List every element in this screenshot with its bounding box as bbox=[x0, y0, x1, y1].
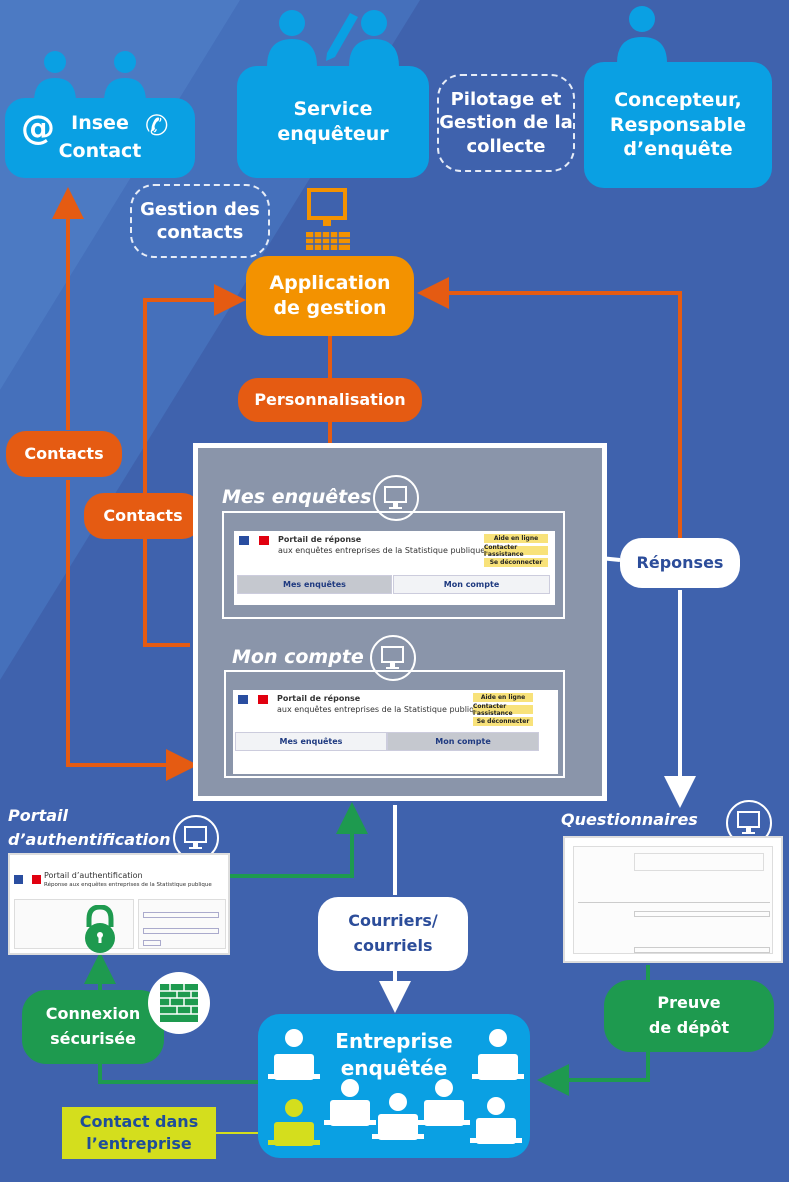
gestion-contacts-node: Gestion des contacts bbox=[130, 184, 270, 258]
personnalisation-pill: Personnalisation bbox=[238, 378, 422, 422]
password-input[interactable] bbox=[143, 928, 219, 934]
mes-enquetes-title: Mes enquêtes bbox=[222, 486, 372, 508]
contact-entreprise-line1: Contact dans bbox=[79, 1111, 199, 1131]
service-enqueteur-node: Service enquêteur bbox=[237, 66, 429, 178]
courriers-line2: courriels bbox=[353, 936, 433, 955]
at-icon: @ bbox=[21, 108, 55, 148]
marianne-logo bbox=[14, 875, 41, 884]
questionnaire-tabs[interactable] bbox=[578, 897, 770, 903]
connexion-line2: sécurisée bbox=[50, 1029, 136, 1048]
person-icon bbox=[617, 6, 667, 63]
portail-auth-title: Portail d’authentification bbox=[8, 804, 171, 852]
portal-mes-enquetes: Portail de réponse aux enquêtes entrepri… bbox=[234, 531, 555, 605]
mon-compte-title: Mon compte bbox=[232, 646, 364, 668]
tab-mon-compte[interactable]: Mon compte bbox=[387, 732, 539, 751]
application-line2: de gestion bbox=[273, 297, 387, 319]
reponses-pill: Réponses bbox=[620, 538, 740, 588]
employees-icon bbox=[268, 1029, 524, 1146]
questionnaire-screen bbox=[563, 836, 783, 963]
mes-enquetes-frame: Portail de réponse aux enquêtes entrepri… bbox=[222, 511, 565, 619]
application-line1: Application bbox=[269, 272, 391, 295]
tab-mes-enquetes[interactable]: Mes enquêtes bbox=[237, 575, 392, 594]
contact-assistance-button[interactable]: Contacter l'assistance bbox=[484, 544, 548, 558]
concepteur-line2: Responsable bbox=[609, 113, 747, 136]
portal-title1: Portail de réponse bbox=[278, 535, 362, 544]
portal-title1: Portail de réponse bbox=[277, 694, 361, 703]
people-pen-icon bbox=[267, 10, 399, 67]
identifiant-input[interactable] bbox=[143, 912, 219, 918]
mon-compte-frame: Portail de réponse aux enquêtes entrepri… bbox=[224, 670, 565, 778]
questionnaires-title: Questionnaires bbox=[561, 810, 698, 829]
auth-title2: Réponse aux enquêtes entreprises de la S… bbox=[44, 882, 212, 888]
portal-title2: aux enquêtes entreprises de la Statistiq… bbox=[278, 546, 486, 555]
connect-button[interactable] bbox=[143, 940, 161, 946]
concepteur-node: Concepteur, Responsable d’enquête bbox=[584, 62, 772, 188]
questionnaire-select[interactable] bbox=[634, 911, 770, 917]
monitor-icon bbox=[373, 475, 419, 521]
marianne-logo bbox=[238, 695, 268, 704]
preuve-depot-pill: Preuve de dépôt bbox=[604, 980, 774, 1052]
contact-entreprise-label: Contact dans l’entreprise bbox=[62, 1107, 216, 1159]
auth-login-panel bbox=[138, 899, 226, 949]
concepteur-line1: Concepteur, bbox=[614, 88, 742, 111]
application-node: Application de gestion bbox=[246, 256, 414, 336]
entreprise-line2: enquêtée bbox=[340, 1056, 448, 1080]
concepteur-line3: d’enquête bbox=[623, 138, 733, 161]
pilotage-node: Pilotage et Gestion de la collecte bbox=[437, 74, 575, 172]
insee-contact-line1: Insee bbox=[71, 112, 129, 135]
portail-auth-line1: Portail bbox=[8, 806, 69, 825]
auth-title1: Portail d’authentification bbox=[44, 871, 143, 880]
marianne-logo bbox=[239, 536, 269, 545]
connexion-pill: Connexion sécurisée bbox=[22, 990, 164, 1064]
deconnecter-button[interactable]: Se déconnecter bbox=[484, 558, 548, 567]
courriers-line1: Courriers/ bbox=[348, 911, 438, 931]
preuve-line2: de dépôt bbox=[648, 1018, 730, 1037]
deconnecter-button[interactable]: Se déconnecter bbox=[473, 717, 533, 726]
questionnaire-textarea[interactable] bbox=[634, 853, 764, 871]
aide-button[interactable]: Aide en ligne bbox=[484, 534, 548, 543]
service-line2: enquêteur bbox=[277, 123, 389, 145]
tab-mes-enquetes[interactable]: Mes enquêtes bbox=[235, 732, 387, 751]
pilotage-line1: Pilotage et bbox=[450, 88, 562, 110]
pilotage-line3: collecte bbox=[466, 135, 546, 157]
questionnaire-select[interactable] bbox=[634, 947, 770, 953]
contacts-mid-pill: Contacts bbox=[84, 493, 202, 539]
gestion-line2: contacts bbox=[156, 222, 244, 243]
insee-contact-line2: Contact bbox=[58, 140, 142, 162]
courriers-pill: Courriers/ courriels bbox=[318, 897, 468, 971]
people-icon bbox=[34, 51, 146, 102]
monitor-icon bbox=[370, 635, 416, 681]
entreprise-line1: Entreprise bbox=[335, 1029, 453, 1053]
phone-icon: ✆ bbox=[145, 109, 169, 142]
gestion-line1: Gestion des bbox=[140, 198, 260, 220]
service-line1: Service bbox=[293, 98, 373, 121]
portail-auth-line2: d’authentification bbox=[8, 830, 171, 849]
lock-icon bbox=[85, 905, 115, 953]
pilotage-line2: Gestion de la bbox=[439, 112, 573, 134]
auth-portal-screen: Portail d’authentification Réponse aux e… bbox=[8, 853, 230, 955]
aide-button[interactable]: Aide en ligne bbox=[473, 693, 533, 702]
portal-title2: aux enquêtes entreprises de la Statistiq… bbox=[277, 705, 485, 714]
tab-mon-compte[interactable]: Mon compte bbox=[393, 575, 550, 594]
firewall-icon bbox=[148, 972, 210, 1034]
portal-frame: Mes enquêtes Portail de réponse aux enqu… bbox=[193, 443, 607, 801]
computer-icon bbox=[306, 188, 350, 250]
contact-assistance-button[interactable]: Contacter l'assistance bbox=[473, 703, 533, 717]
contacts-left-pill: Contacts bbox=[6, 431, 122, 477]
contact-entreprise-line2: l’entreprise bbox=[86, 1134, 192, 1153]
preuve-line1: Preuve bbox=[657, 993, 721, 1013]
insee-contact-node: @ ✆ Insee Contact bbox=[5, 98, 195, 178]
connexion-line1: Connexion bbox=[45, 1004, 141, 1024]
questionnaire-content bbox=[573, 846, 773, 954]
portal-mon-compte: Portail de réponse aux enquêtes entrepri… bbox=[233, 690, 558, 774]
